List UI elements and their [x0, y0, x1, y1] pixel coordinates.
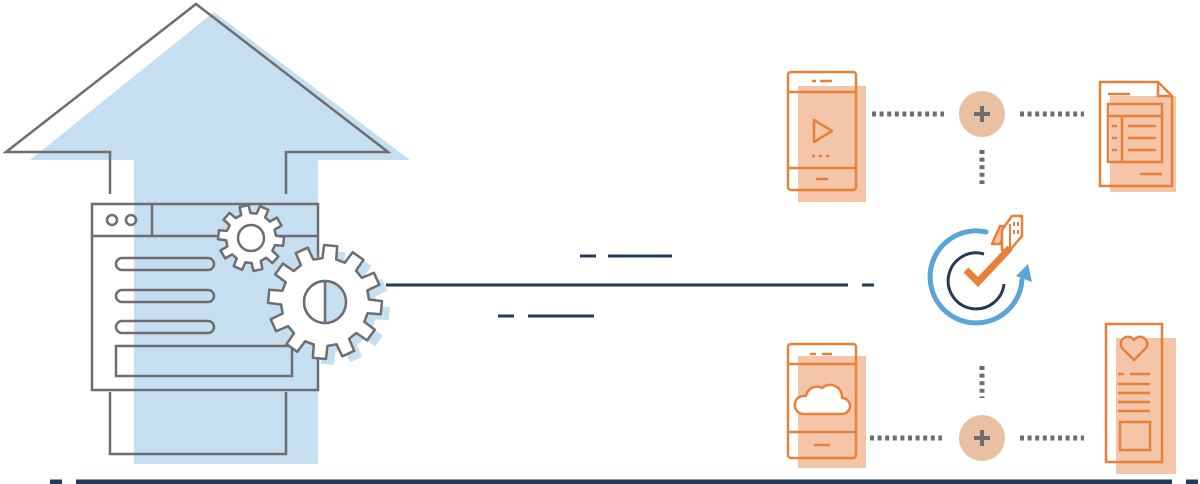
refresh-check-icon[interactable] [927, 214, 1032, 326]
window-line-2 [114, 288, 216, 304]
window-line-1 [114, 256, 216, 272]
plus-icon[interactable] [959, 91, 1005, 137]
gear-icon [266, 243, 390, 365]
gear-hole-ring [302, 279, 348, 325]
connector-lines [386, 254, 874, 318]
phone-video-icon[interactable] [786, 70, 866, 202]
dotted-connectors [870, 111, 1084, 441]
upload-arrow-icon [2, 2, 410, 464]
gear-hole-shade [325, 281, 346, 323]
window-line-3 [114, 319, 216, 335]
window-input-box [114, 344, 294, 378]
plus-icon[interactable] [959, 415, 1005, 461]
health-card-icon[interactable] [1104, 322, 1176, 474]
gear-hole [236, 223, 266, 253]
phone-cloud-icon[interactable] [786, 342, 866, 468]
gear-icon [216, 203, 286, 273]
document-icon[interactable] [1098, 80, 1176, 192]
